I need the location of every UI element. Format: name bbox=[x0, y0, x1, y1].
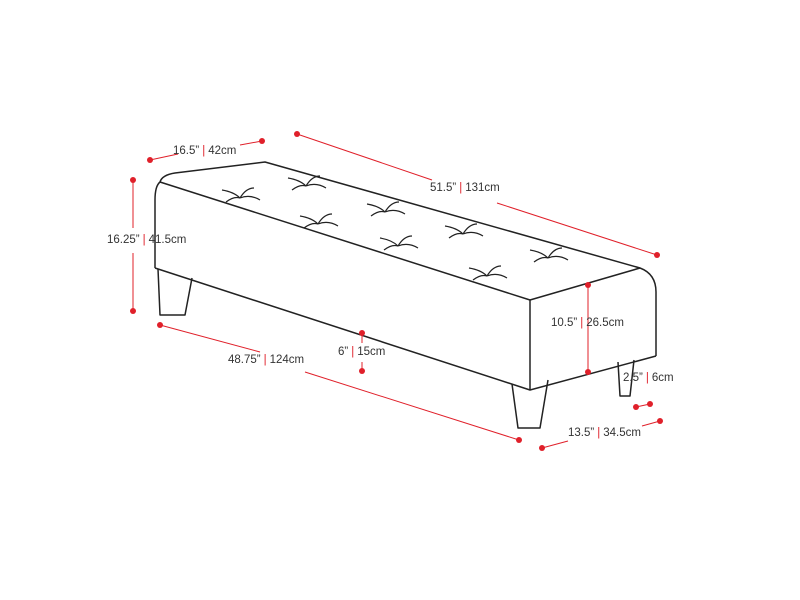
dim-leg-height-dot-right bbox=[647, 401, 653, 407]
dim-depth-dot-left bbox=[147, 157, 153, 163]
dimension-dots bbox=[130, 131, 663, 451]
dim-depth-line-left bbox=[149, 153, 179, 161]
depth-imperial: 16.5” bbox=[173, 145, 200, 157]
dim-leg-span-dot-right bbox=[516, 437, 522, 443]
length-metric: 131cm bbox=[465, 182, 500, 194]
label-cushion-height: 10.5”|26.5cm bbox=[551, 317, 624, 329]
separator: | bbox=[142, 234, 146, 246]
dim-leg-inset-dot-top bbox=[359, 330, 365, 336]
tufting bbox=[221, 175, 569, 281]
dim-length-line-right bbox=[496, 202, 658, 256]
tuft-mark bbox=[221, 187, 261, 203]
separator: | bbox=[645, 372, 649, 384]
label-leg-inset: 6”|15cm bbox=[338, 346, 385, 358]
separator: | bbox=[202, 145, 206, 157]
dim-leg-height-dot-left bbox=[633, 404, 639, 410]
label-length: 51.5”|131cm bbox=[430, 182, 500, 194]
dim-leg-depth-dot-right bbox=[657, 418, 663, 424]
label-leg-depth-span: 13.5”|34.5cm bbox=[568, 427, 641, 439]
length-imperial: 51.5” bbox=[430, 182, 457, 194]
depth-metric: 42cm bbox=[208, 145, 237, 157]
dim-depth-dot-right bbox=[259, 138, 265, 144]
label-height: 16.25”|41.5cm bbox=[107, 234, 186, 246]
separator: | bbox=[597, 427, 601, 439]
dim-depth-line-right bbox=[239, 140, 263, 146]
label-depth: 16.5”|42cm bbox=[173, 145, 236, 157]
tuft-mark bbox=[468, 265, 508, 281]
dimension-lines bbox=[132, 133, 661, 449]
dim-leg-span-dot-left bbox=[157, 322, 163, 328]
dim-cushion-dot-top bbox=[585, 282, 591, 288]
separator: | bbox=[351, 346, 355, 358]
tuft-mark bbox=[379, 235, 419, 251]
dim-length-line-left bbox=[296, 133, 433, 181]
dim-leg-depth-line-right bbox=[641, 420, 661, 427]
leg-depth-metric: 34.5cm bbox=[603, 427, 641, 439]
dim-leg-depth-dot-left bbox=[539, 445, 545, 451]
leg-span-metric: 124cm bbox=[269, 354, 305, 366]
leg-height-metric: 6cm bbox=[651, 372, 674, 384]
tuft-mark bbox=[287, 175, 327, 191]
tuft-mark bbox=[366, 201, 406, 217]
bench-top-back-edge bbox=[159, 161, 657, 356]
separator: | bbox=[263, 354, 267, 366]
leg-front-left bbox=[157, 268, 193, 316]
leg-height-imperial: 2.5” bbox=[623, 372, 643, 384]
leg-span-imperial: 48.75” bbox=[228, 354, 261, 366]
dim-height-dot-bottom bbox=[130, 308, 136, 314]
separator: | bbox=[580, 317, 584, 329]
dim-length-dot-left bbox=[294, 131, 300, 137]
height-imperial: 16.25” bbox=[107, 234, 140, 246]
height-metric: 41.5cm bbox=[148, 234, 187, 246]
dim-height-dot-top bbox=[130, 177, 136, 183]
dim-leg-span-line-right bbox=[304, 371, 520, 441]
tuft-mark bbox=[444, 223, 484, 239]
leg-inset-imperial: 6” bbox=[338, 346, 349, 358]
leg-back-right bbox=[617, 359, 635, 397]
label-leg-span: 48.75”|124cm bbox=[228, 354, 304, 366]
bench-bottom-edge bbox=[154, 267, 657, 391]
label-leg-height: 2.5”|6cm bbox=[623, 372, 674, 384]
dim-cushion-dot-bottom bbox=[585, 369, 591, 375]
dim-leg-inset-dot-bottom bbox=[359, 368, 365, 374]
cushion-imperial: 10.5” bbox=[551, 317, 578, 329]
dim-leg-span-line-left bbox=[159, 324, 261, 353]
tuft-mark bbox=[529, 247, 569, 263]
separator: | bbox=[459, 182, 463, 194]
dim-length-dot-right bbox=[654, 252, 660, 258]
cushion-metric: 26.5cm bbox=[586, 317, 624, 329]
bench-left-end bbox=[154, 181, 161, 268]
bench-outline bbox=[154, 161, 657, 429]
dim-leg-depth-line-left bbox=[541, 440, 569, 449]
leg-depth-imperial: 13.5” bbox=[568, 427, 595, 439]
leg-front-right bbox=[511, 379, 549, 429]
tuft-mark bbox=[299, 213, 339, 229]
leg-inset-metric: 15cm bbox=[357, 346, 386, 358]
